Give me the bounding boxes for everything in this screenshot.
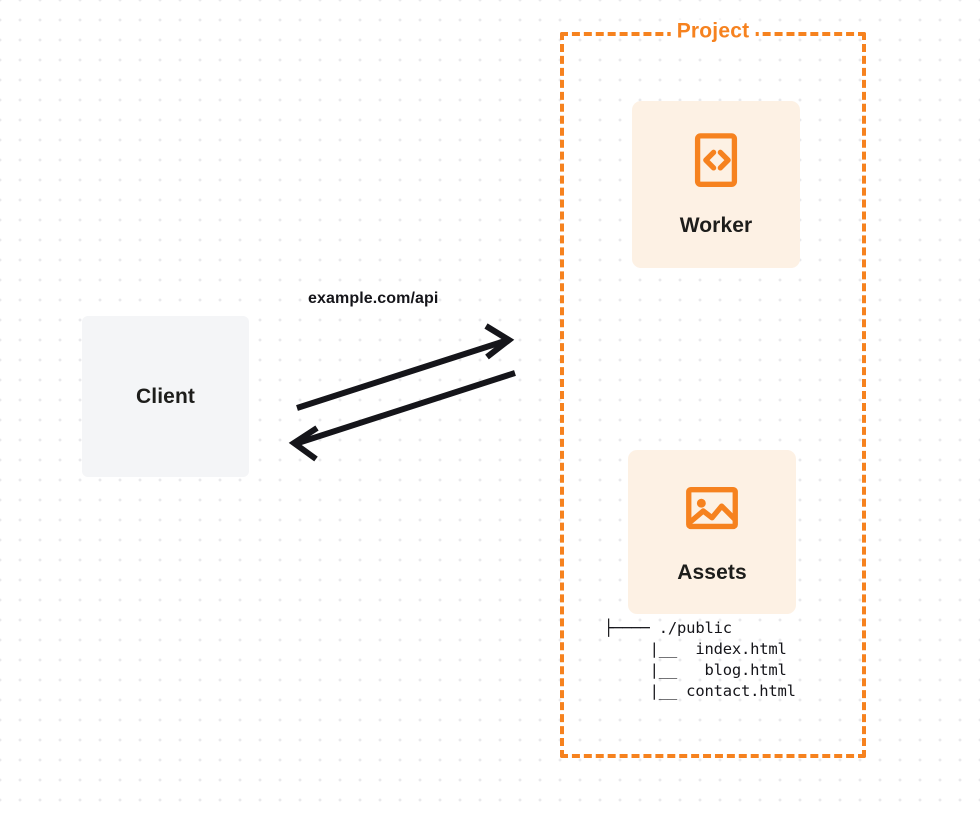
request-arrow-head [484,323,515,360]
response-arrow-head [288,425,319,462]
connection-label: example.com/api [308,290,439,307]
file-tree-line: |__ index.html [604,640,787,658]
assets-file-tree: ├──── ./public |__ index.html |__ blog.h… [604,618,796,702]
assets-card: Assets [628,450,796,614]
worker-card: Worker [632,101,800,268]
file-tree-line: |__ contact.html [604,682,796,700]
file-tree-line: ├──── ./public [604,619,732,637]
request-arrow-line [296,338,506,411]
client-label: Client [136,384,195,408]
image-icon [681,479,743,541]
project-container: Project [560,19,866,758]
project-title: Project [670,19,756,44]
response-arrow-line [297,370,516,446]
file-tree-line: |__ blog.html [604,661,787,679]
assets-card-label: Assets [677,561,747,584]
worker-card-label: Worker [679,213,753,237]
client-node: Client [82,316,249,477]
code-brackets-icon [685,132,747,194]
